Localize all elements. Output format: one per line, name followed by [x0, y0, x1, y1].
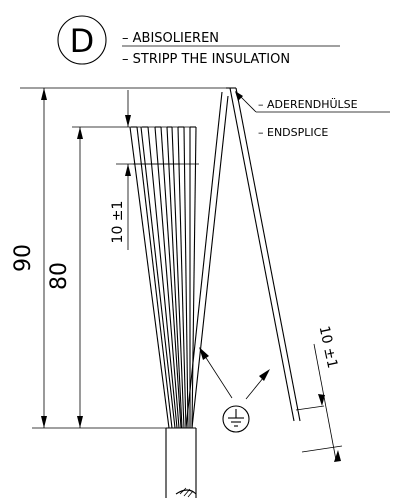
dimension-insulation-strip-label: 10 ±1: [110, 201, 126, 244]
cable-jacket: [165, 427, 197, 498]
callout-en: – ENDSPLICE: [258, 126, 328, 139]
dimension-splice-strip-label: 10 ±1: [316, 325, 341, 370]
wire-bundle: [129, 87, 301, 429]
step-title-en: – STRIPP THE INSULATION: [122, 52, 290, 67]
dimension-strip-length: 80: [47, 126, 196, 428]
step-badge: D: [57, 15, 107, 65]
dimension-90-label: 90: [11, 244, 36, 272]
ground-arrows: [199, 347, 270, 400]
step-badge-letter: D: [70, 22, 95, 60]
protective-earth-icon: [222, 405, 250, 433]
dimension-80-label: 80: [47, 262, 72, 290]
dimension-splice-strip: 10 ±1: [295, 325, 343, 462]
dimension-overall-length: 90: [11, 87, 236, 429]
step-title-de: – ABISOLIEREN: [122, 31, 219, 46]
endsplice-callout: – ADERENDHÜLSE – ENDSPLICE: [235, 91, 390, 139]
callout-de: – ADERENDHÜLSE: [258, 98, 358, 111]
